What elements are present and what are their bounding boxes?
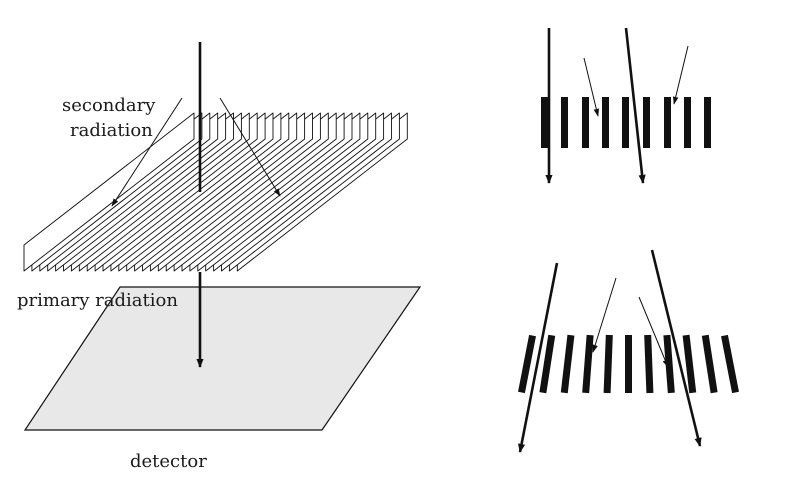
grid-bar	[663, 334, 675, 394]
grid-bar	[625, 335, 632, 393]
detector-plate	[23, 286, 422, 431]
grid-bar	[622, 97, 629, 148]
bottom-primary-ray-right	[650, 249, 702, 447]
grid-bar	[518, 334, 536, 394]
anti-scatter-grid	[23, 112, 408, 272]
grid-lamella	[23, 112, 195, 272]
top-primary-ray-right	[624, 27, 646, 184]
grid-bar	[721, 334, 739, 394]
grid-bar	[603, 334, 613, 394]
top-scatter-ray-right	[672, 45, 689, 105]
grid-bar	[582, 97, 589, 148]
grid-bar	[602, 97, 609, 148]
bottom-primary-ray-left	[518, 262, 559, 453]
grid-bar	[560, 334, 575, 394]
parallel-grid-section	[541, 97, 711, 148]
secondary-radiation-label-line1: secondary	[62, 95, 156, 116]
detector-label: detector	[130, 451, 207, 472]
grid-bar	[582, 334, 594, 394]
grid-bar	[682, 334, 697, 394]
focused-grid-section	[518, 334, 739, 394]
bottom-scatter-ray-right	[638, 296, 669, 368]
grid-bar	[541, 97, 548, 148]
grid-bar	[644, 334, 654, 394]
secondary-ray-right	[219, 97, 281, 197]
grid-bar	[539, 334, 556, 394]
bottom-scatter-ray-left	[592, 277, 617, 353]
grid-bar	[664, 97, 671, 148]
primary-radiation-label: primary radiation	[17, 290, 178, 311]
grid-bar	[704, 97, 711, 148]
grid-bar	[643, 97, 650, 148]
secondary-radiation-label-line2: radiation	[70, 120, 153, 141]
grid-bar	[701, 334, 718, 394]
top-scatter-ray-left	[583, 57, 600, 117]
grid-bar	[561, 97, 568, 148]
secondary-ray-left	[111, 97, 183, 207]
grid-bar	[684, 97, 691, 148]
